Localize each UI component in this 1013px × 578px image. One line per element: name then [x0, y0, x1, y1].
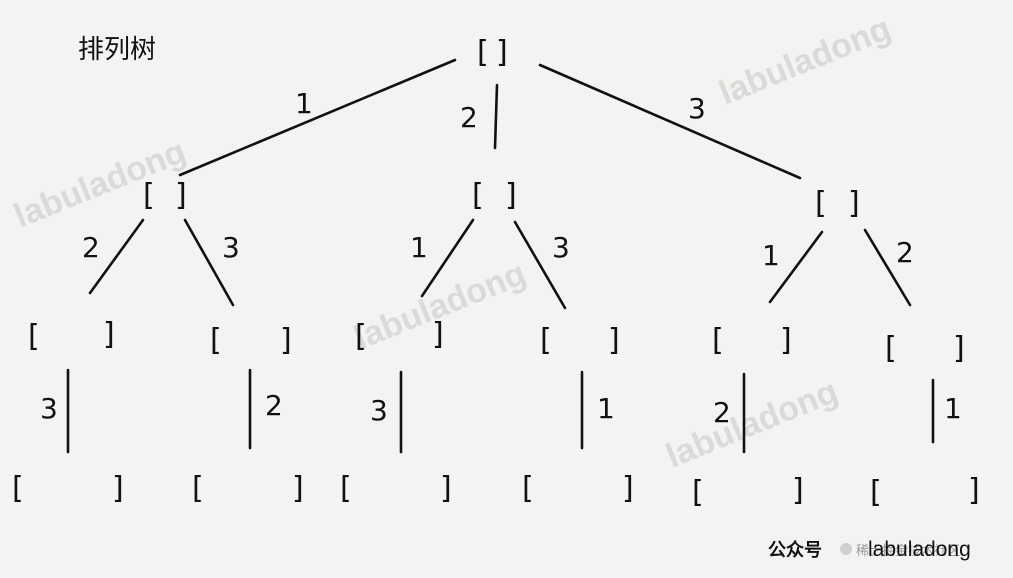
- node-open-bracket: [: [472, 178, 484, 213]
- edge-label-c-to-c2: 2: [896, 236, 914, 269]
- edge-label-b-to-b2: 3: [552, 231, 570, 264]
- node-close-bracket: ]: [103, 317, 115, 352]
- node-b1: [ ]: [355, 317, 444, 354]
- edge-b-to-b2: [513, 220, 567, 310]
- node-close-bracket: ]: [792, 473, 804, 508]
- node-open-bracket: [: [12, 471, 24, 506]
- node-open-bracket: [: [28, 319, 40, 354]
- edge-label-a1-to-leaf: 3: [40, 392, 58, 425]
- node-close-bracket: ]: [848, 186, 860, 221]
- node-open-bracket: [: [477, 35, 489, 70]
- edge-root-to-b: [493, 83, 499, 150]
- edge-label-b2-to-leaf: 1: [597, 392, 615, 425]
- node-close-bracket: ]: [112, 471, 124, 506]
- edge-c-to-c2: [863, 228, 912, 307]
- leaf-node: [ ]: [522, 471, 634, 506]
- node-open-bracket: [: [143, 178, 155, 213]
- node-open-bracket: [: [340, 471, 352, 506]
- diagram-title: 排列树: [78, 35, 156, 65]
- node-b2: [ ]: [540, 323, 620, 358]
- node-c2: [ ]: [885, 331, 965, 366]
- node-open-bracket: [: [355, 319, 367, 354]
- footer-mark: 公众号: [768, 539, 822, 561]
- node-close-bracket: ]: [780, 323, 792, 358]
- node-close-bracket: ]: [608, 323, 620, 358]
- node-open-bracket: [: [815, 186, 827, 221]
- node-close-bracket: ]: [953, 331, 965, 366]
- node-open-bracket: [: [885, 331, 897, 366]
- node-a2: [ ]: [210, 323, 292, 358]
- footer-brand: 公众号 稀土掘金技术社区 labuladong: [768, 538, 971, 561]
- edge-c-to-c1: [768, 230, 824, 304]
- node-a: [ ]: [143, 178, 187, 213]
- node-a1: [ ]: [28, 317, 115, 354]
- edge-b-to-b1: [420, 218, 475, 298]
- edge-label-c1-to-leaf: 2: [713, 396, 731, 429]
- watermark: labuladong: [9, 132, 191, 235]
- node-open-bracket: [: [712, 323, 724, 358]
- node-open-bracket: [: [210, 323, 222, 358]
- node-open-bracket: [: [692, 475, 704, 510]
- node-close-bracket: ]: [505, 178, 517, 213]
- edge-label-b1-to-leaf: 3: [370, 394, 388, 427]
- edge-a-to-a1: [88, 218, 145, 295]
- node-open-bracket: [: [522, 471, 534, 506]
- footer-brand-name: labuladong: [868, 538, 971, 561]
- edge-label-root-to-c: 3: [688, 92, 706, 125]
- node-c: [ ]: [815, 186, 860, 221]
- leaf-node: [ ]: [870, 473, 980, 510]
- root-node: [ ]: [477, 35, 508, 70]
- edge-a-to-a2: [183, 218, 235, 307]
- leaf-node: [ ]: [12, 471, 124, 506]
- node-open-bracket: [: [192, 471, 204, 506]
- node-close-bracket: ]: [622, 471, 634, 506]
- node-b: [ ]: [472, 178, 517, 213]
- node-close-bracket: ]: [292, 471, 304, 506]
- node-close-bracket: ]: [432, 317, 444, 352]
- footer-logo-icon: [840, 543, 852, 555]
- leaf-node: [ ]: [192, 471, 304, 506]
- edge-label-c-to-c1: 1: [762, 239, 780, 272]
- edge-label-root-to-b: 2: [460, 101, 478, 134]
- node-close-bracket: ]: [440, 471, 452, 506]
- edge-label-a-to-a2: 3: [222, 231, 240, 264]
- node-open-bracket: [: [870, 475, 882, 510]
- edge-label-c2-to-leaf: 1: [944, 392, 962, 425]
- node-open-bracket: [: [540, 323, 552, 358]
- watermark: labuladong: [661, 372, 843, 475]
- node-close-bracket: ]: [280, 323, 292, 358]
- node-close-bracket: ]: [496, 35, 508, 70]
- edge-root-to-a: [178, 58, 457, 177]
- node-close-bracket: ]: [968, 473, 980, 508]
- footer-sub: 稀土掘金技术社区: [856, 543, 960, 558]
- edge-label-b-to-b1: 1: [410, 231, 428, 264]
- node-close-bracket: ]: [175, 178, 187, 213]
- leaf-node: [ ]: [340, 471, 452, 506]
- watermark: labuladong: [714, 9, 896, 112]
- edge-label-root-to-a: 1: [295, 87, 313, 120]
- edge-label-a2-to-leaf: 2: [265, 389, 283, 422]
- edge-root-to-c: [538, 63, 802, 180]
- leaf-node: [ ]: [692, 473, 804, 510]
- edge-label-a-to-a1: 2: [82, 231, 100, 264]
- node-c1: [ ]: [712, 323, 792, 358]
